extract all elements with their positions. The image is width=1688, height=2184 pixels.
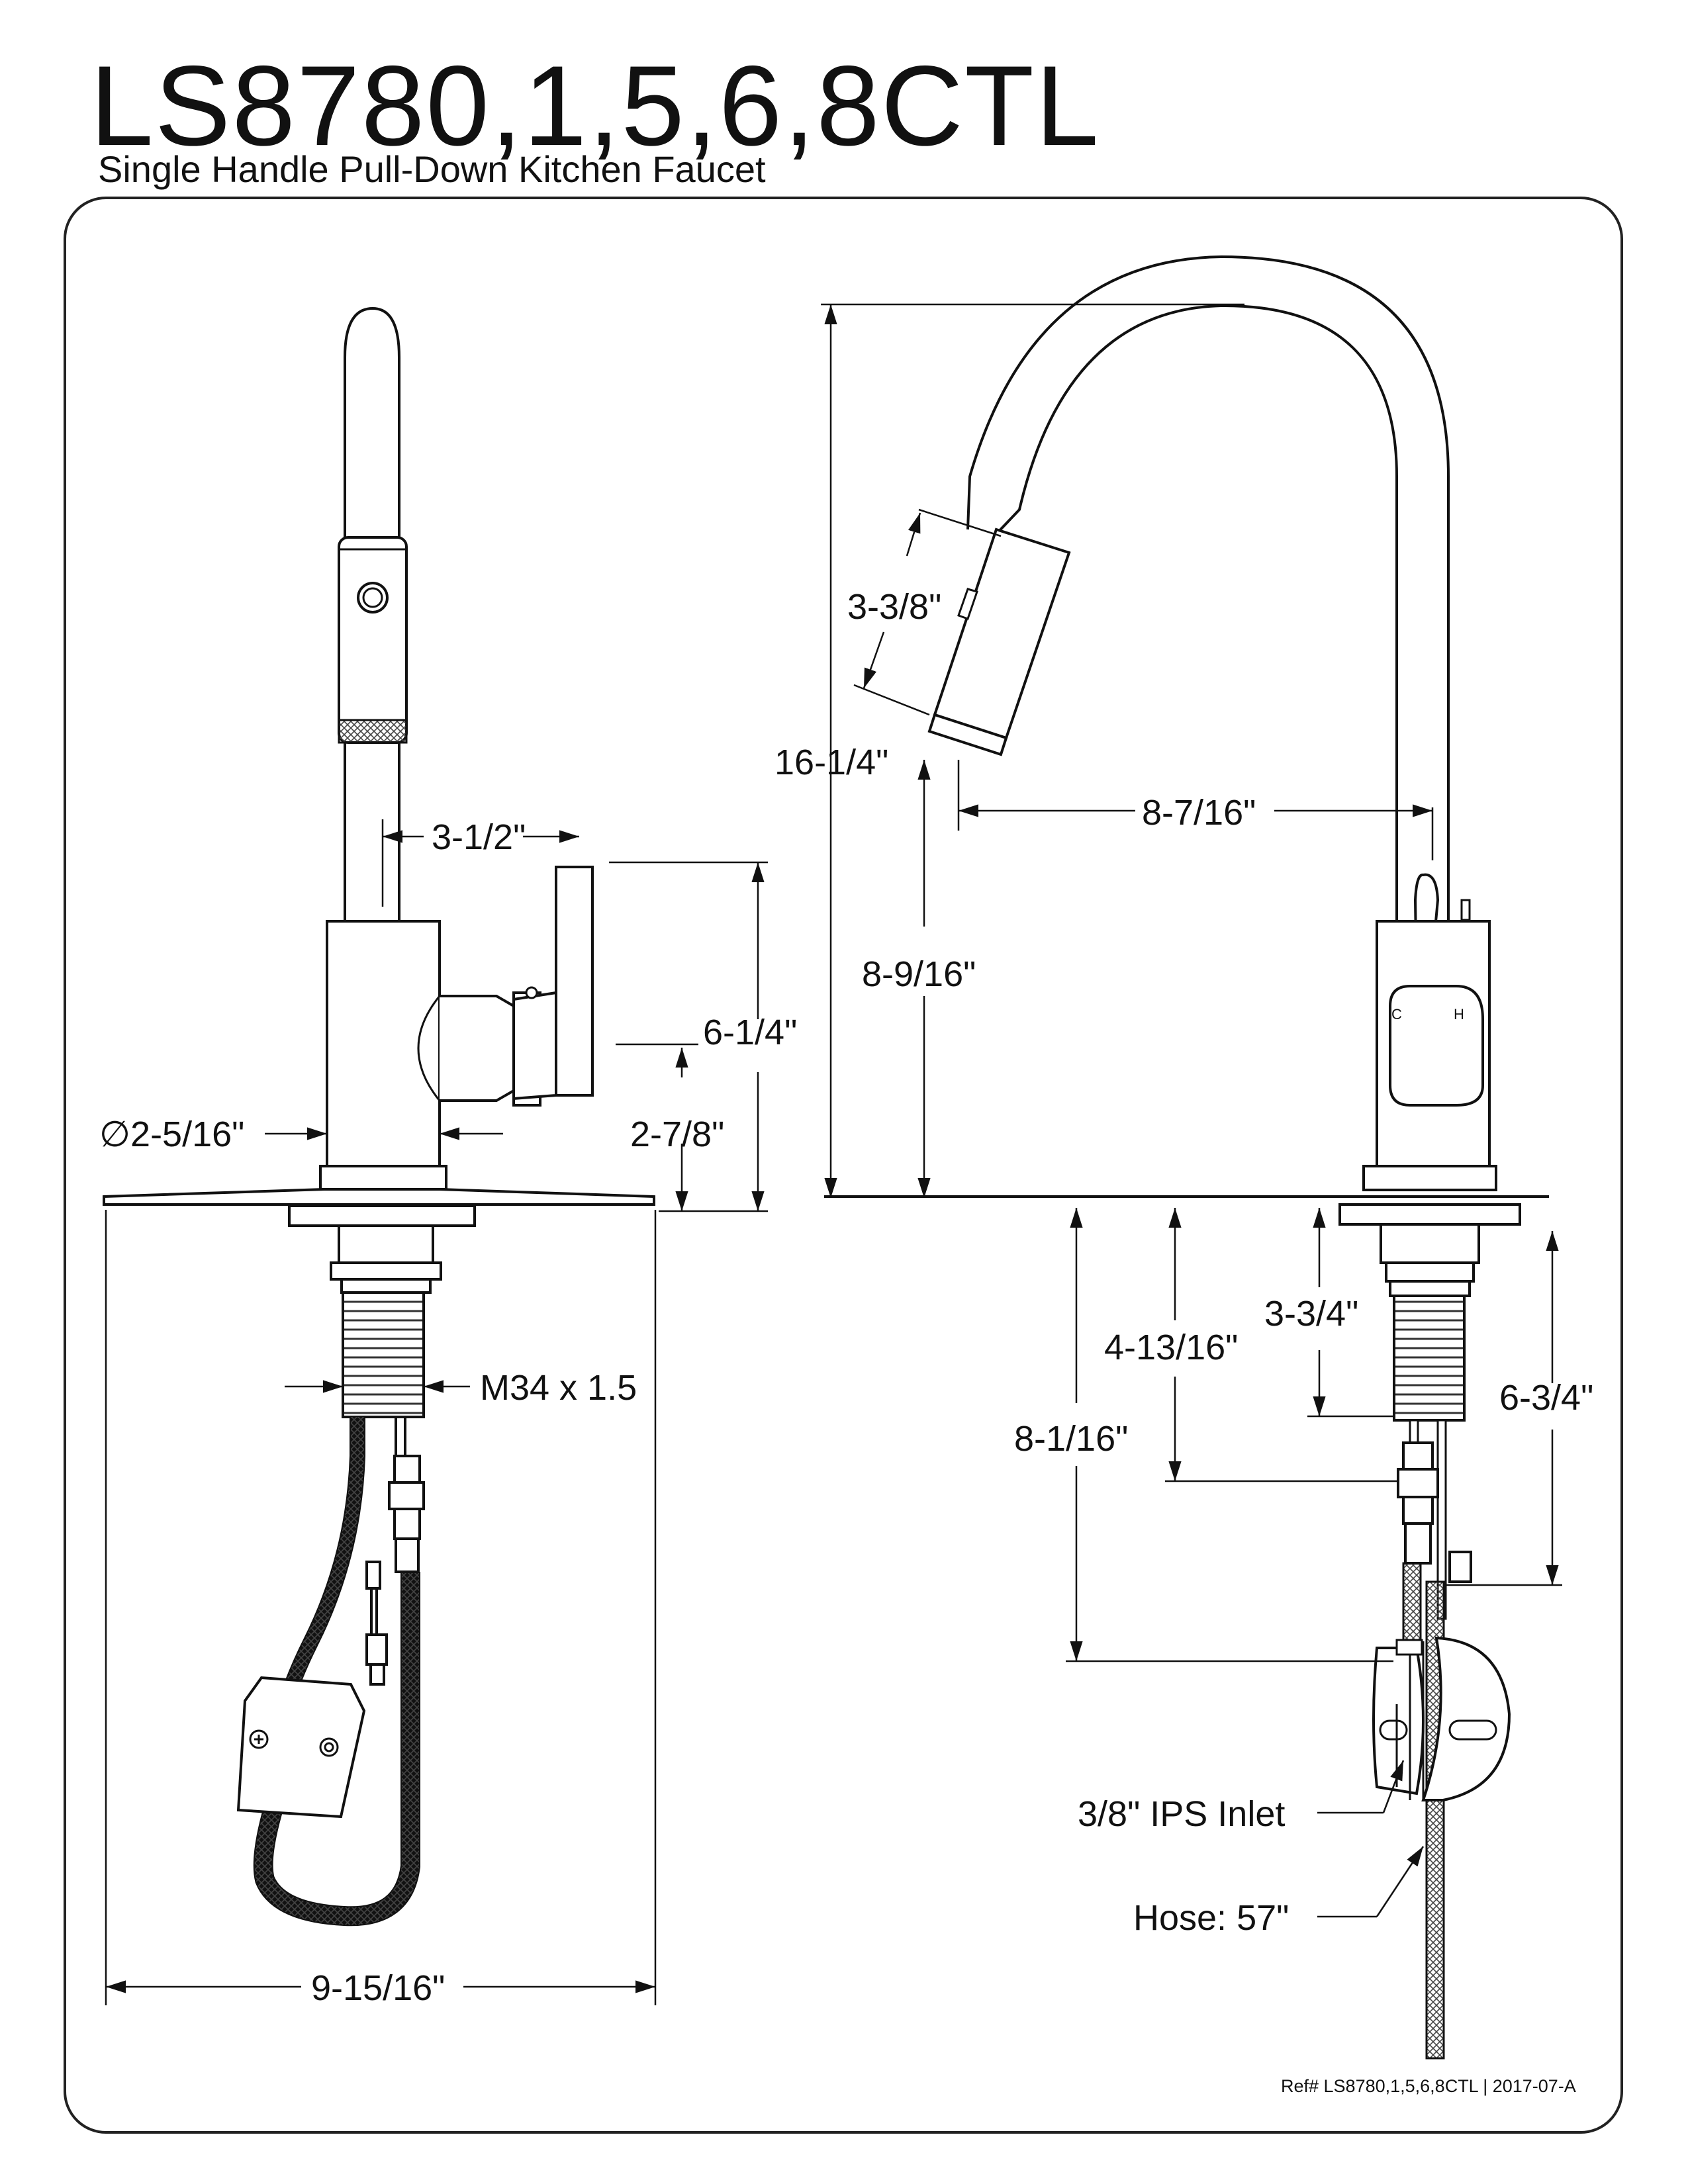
handle-base-height-label: 2-7/8" — [630, 1115, 724, 1154]
front-view — [103, 306, 655, 1927]
reach-label: 8-7/16" — [1142, 793, 1256, 833]
shank-to-fitting-label: 4-13/16" — [1104, 1328, 1238, 1367]
drawing-frame — [64, 197, 1623, 2134]
reference-footer: Ref# LS8780,1,5,6,8CTL | 2017-07-A — [1281, 2076, 1576, 2096]
deck-plate-width-label: 9-15/16" — [311, 1968, 445, 2008]
thread-size-label: M34 x 1.5 — [480, 1368, 637, 1408]
model-number-title: LS8780,1,5,6,8CTL — [90, 42, 1100, 169]
ips-inlet-callout: 3/8" IPS Inlet — [1078, 1794, 1285, 1834]
hose-length-callout: Hose: 57" — [1133, 1898, 1289, 1938]
side-view-dimension-lines — [821, 303, 1562, 1918]
aerator-height-label: 8-9/16" — [862, 954, 976, 994]
spray-head-length-label: 3-3/8" — [847, 587, 941, 627]
spout-offset-label: 3-1/2" — [432, 817, 526, 857]
front-view-dimension-lines — [105, 819, 768, 2005]
shank-to-nut-label: 3-3/4" — [1264, 1294, 1358, 1334]
handle-height-label: 6-1/4" — [703, 1013, 797, 1052]
total-height-label: 16-1/4" — [774, 743, 888, 782]
hot-marker: H — [1454, 1006, 1464, 1023]
shank-to-inlet-label: 8-1/16" — [1014, 1419, 1128, 1459]
cold-marker: C — [1391, 1006, 1402, 1023]
base-diameter-label: ∅2-5/16" — [99, 1115, 244, 1154]
shank-to-weight-label: 6-3/4" — [1499, 1378, 1593, 1418]
product-description: Single Handle Pull-Down Kitchen Faucet — [98, 148, 766, 190]
side-view — [824, 255, 1549, 2060]
